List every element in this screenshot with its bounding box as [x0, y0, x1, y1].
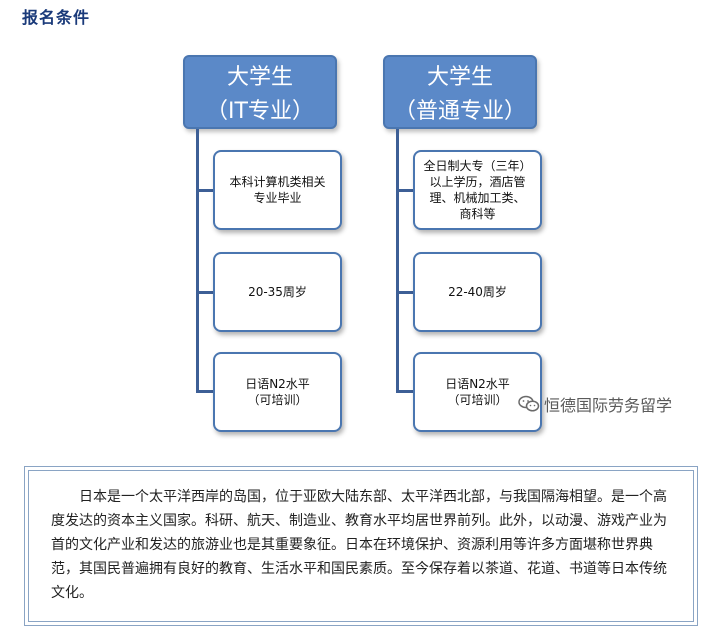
requirement-line: 专业毕业: [253, 191, 302, 205]
requirement-line: 20-35周岁: [248, 285, 307, 299]
requirement-box: 日语N2水平 （可培训）: [213, 352, 342, 432]
column-header-it: 大学生 （IT专业）: [183, 55, 337, 129]
requirement-line: 以上学历，酒店管: [429, 175, 526, 189]
intro-text: 日本是一个太平洋西岸的岛国，位于亚欧大陆东部、太平洋西北部，与我国隔海相望。是一…: [28, 470, 694, 622]
column-subtitle: （普通专业）: [393, 99, 526, 124]
requirement-line: （可培训）: [447, 393, 508, 407]
requirements-diagram: 大学生 （IT专业） 本科计算机类相关 专业毕业 20-35周岁 日语N2水平 …: [183, 55, 672, 432]
connector-vertical: [396, 129, 399, 393]
connector-horizontal: [196, 189, 214, 192]
column-header-general: 大学生 （普通专业）: [383, 55, 537, 129]
connector-horizontal: [396, 291, 414, 294]
requirement-line: 全日制大专（三年）: [423, 159, 532, 173]
column-title: 大学生: [426, 65, 493, 90]
connector-horizontal: [196, 291, 214, 294]
column-subtitle: （IT专业）: [206, 99, 314, 124]
intro-box: 日本是一个太平洋西岸的岛国，位于亚欧大陆东部、太平洋西北部，与我国隔海相望。是一…: [24, 466, 698, 626]
requirement-line: 本科计算机类相关: [229, 175, 326, 189]
watermark: 恒德国际劳务留学: [518, 392, 672, 416]
wechat-icon: [518, 395, 540, 412]
requirement-line: （可培训）: [247, 393, 308, 407]
requirement-line: 理、机械加工类、: [429, 191, 526, 205]
connector-horizontal: [396, 390, 414, 393]
connector-horizontal: [196, 390, 214, 393]
requirement-box: 22-40周岁: [413, 252, 542, 332]
watermark-text: 恒德国际劳务留学: [544, 396, 673, 415]
connector-horizontal: [396, 189, 414, 192]
requirement-line: 商科等: [459, 207, 496, 221]
requirement-box: 20-35周岁: [213, 252, 342, 332]
requirement-box: 日语N2水平 （可培训）: [413, 352, 542, 432]
requirement-box: 全日制大专（三年） 以上学历，酒店管 理、机械加工类、 商科等: [413, 150, 542, 230]
requirement-box: 本科计算机类相关 专业毕业: [213, 150, 342, 230]
page-heading: 报名条件: [22, 8, 91, 27]
requirement-line: 22-40周岁: [448, 285, 507, 299]
connector-vertical: [196, 129, 199, 393]
requirement-line: 日语N2水平: [445, 377, 510, 391]
column-title: 大学生: [226, 65, 293, 90]
requirement-line: 日语N2水平: [245, 377, 310, 391]
